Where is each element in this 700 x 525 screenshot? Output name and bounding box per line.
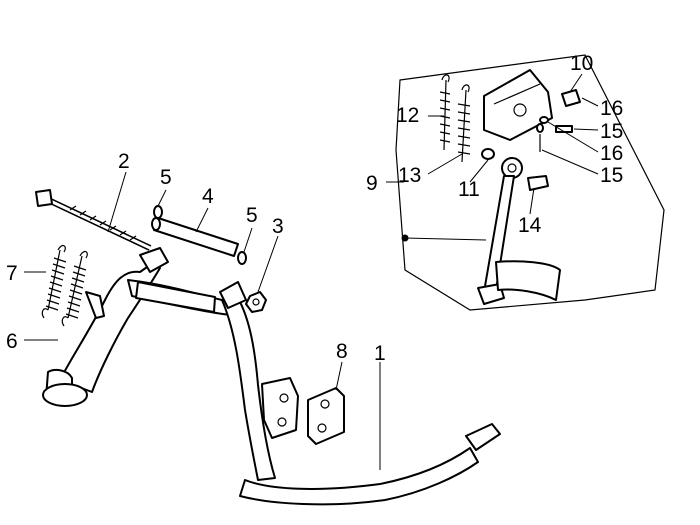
stand-pin (151, 217, 239, 257)
spring-right (61, 250, 88, 327)
callout-1: 1 (374, 342, 386, 365)
inset-washer (481, 148, 495, 160)
center-stand-frame (42, 247, 501, 506)
callout-3: 3 (272, 215, 284, 238)
callout-16-bottom: 16 (600, 142, 623, 165)
callout-15-top: 15 (600, 120, 623, 143)
callout-12: 12 (396, 104, 419, 127)
callout-11: 11 (458, 178, 480, 201)
nut (245, 291, 267, 313)
callout-14: 14 (518, 214, 542, 237)
rubber-stopper-block (307, 387, 345, 445)
washer-right (237, 251, 247, 265)
callout-16-top: 16 (600, 97, 623, 120)
callout-6: 6 (6, 330, 18, 353)
inset-pin (527, 175, 549, 191)
washer-left (153, 205, 163, 219)
spring-hook-pin (85, 291, 105, 319)
callout-13: 13 (398, 164, 421, 187)
side-stand-inset (395, 54, 665, 311)
spring-left (41, 244, 67, 319)
callout-8: 8 (336, 340, 348, 363)
callout-10: 10 (570, 52, 593, 75)
callout-4: 4 (202, 185, 214, 208)
callout-5-right: 5 (246, 204, 258, 227)
callout-7: 7 (6, 262, 18, 285)
callout-9: 9 (366, 172, 378, 195)
callout-5-left: 5 (160, 166, 172, 189)
callout-2: 2 (118, 150, 130, 173)
small-block (561, 89, 581, 107)
long-bolt (35, 189, 152, 251)
leader-lines (24, 73, 599, 470)
callout-15-bottom: 15 (600, 164, 623, 187)
frame-bracket (261, 377, 299, 439)
callout-labels: 1 2 3 4 5 5 6 7 8 9 10 11 12 13 14 15 15… (6, 52, 623, 365)
